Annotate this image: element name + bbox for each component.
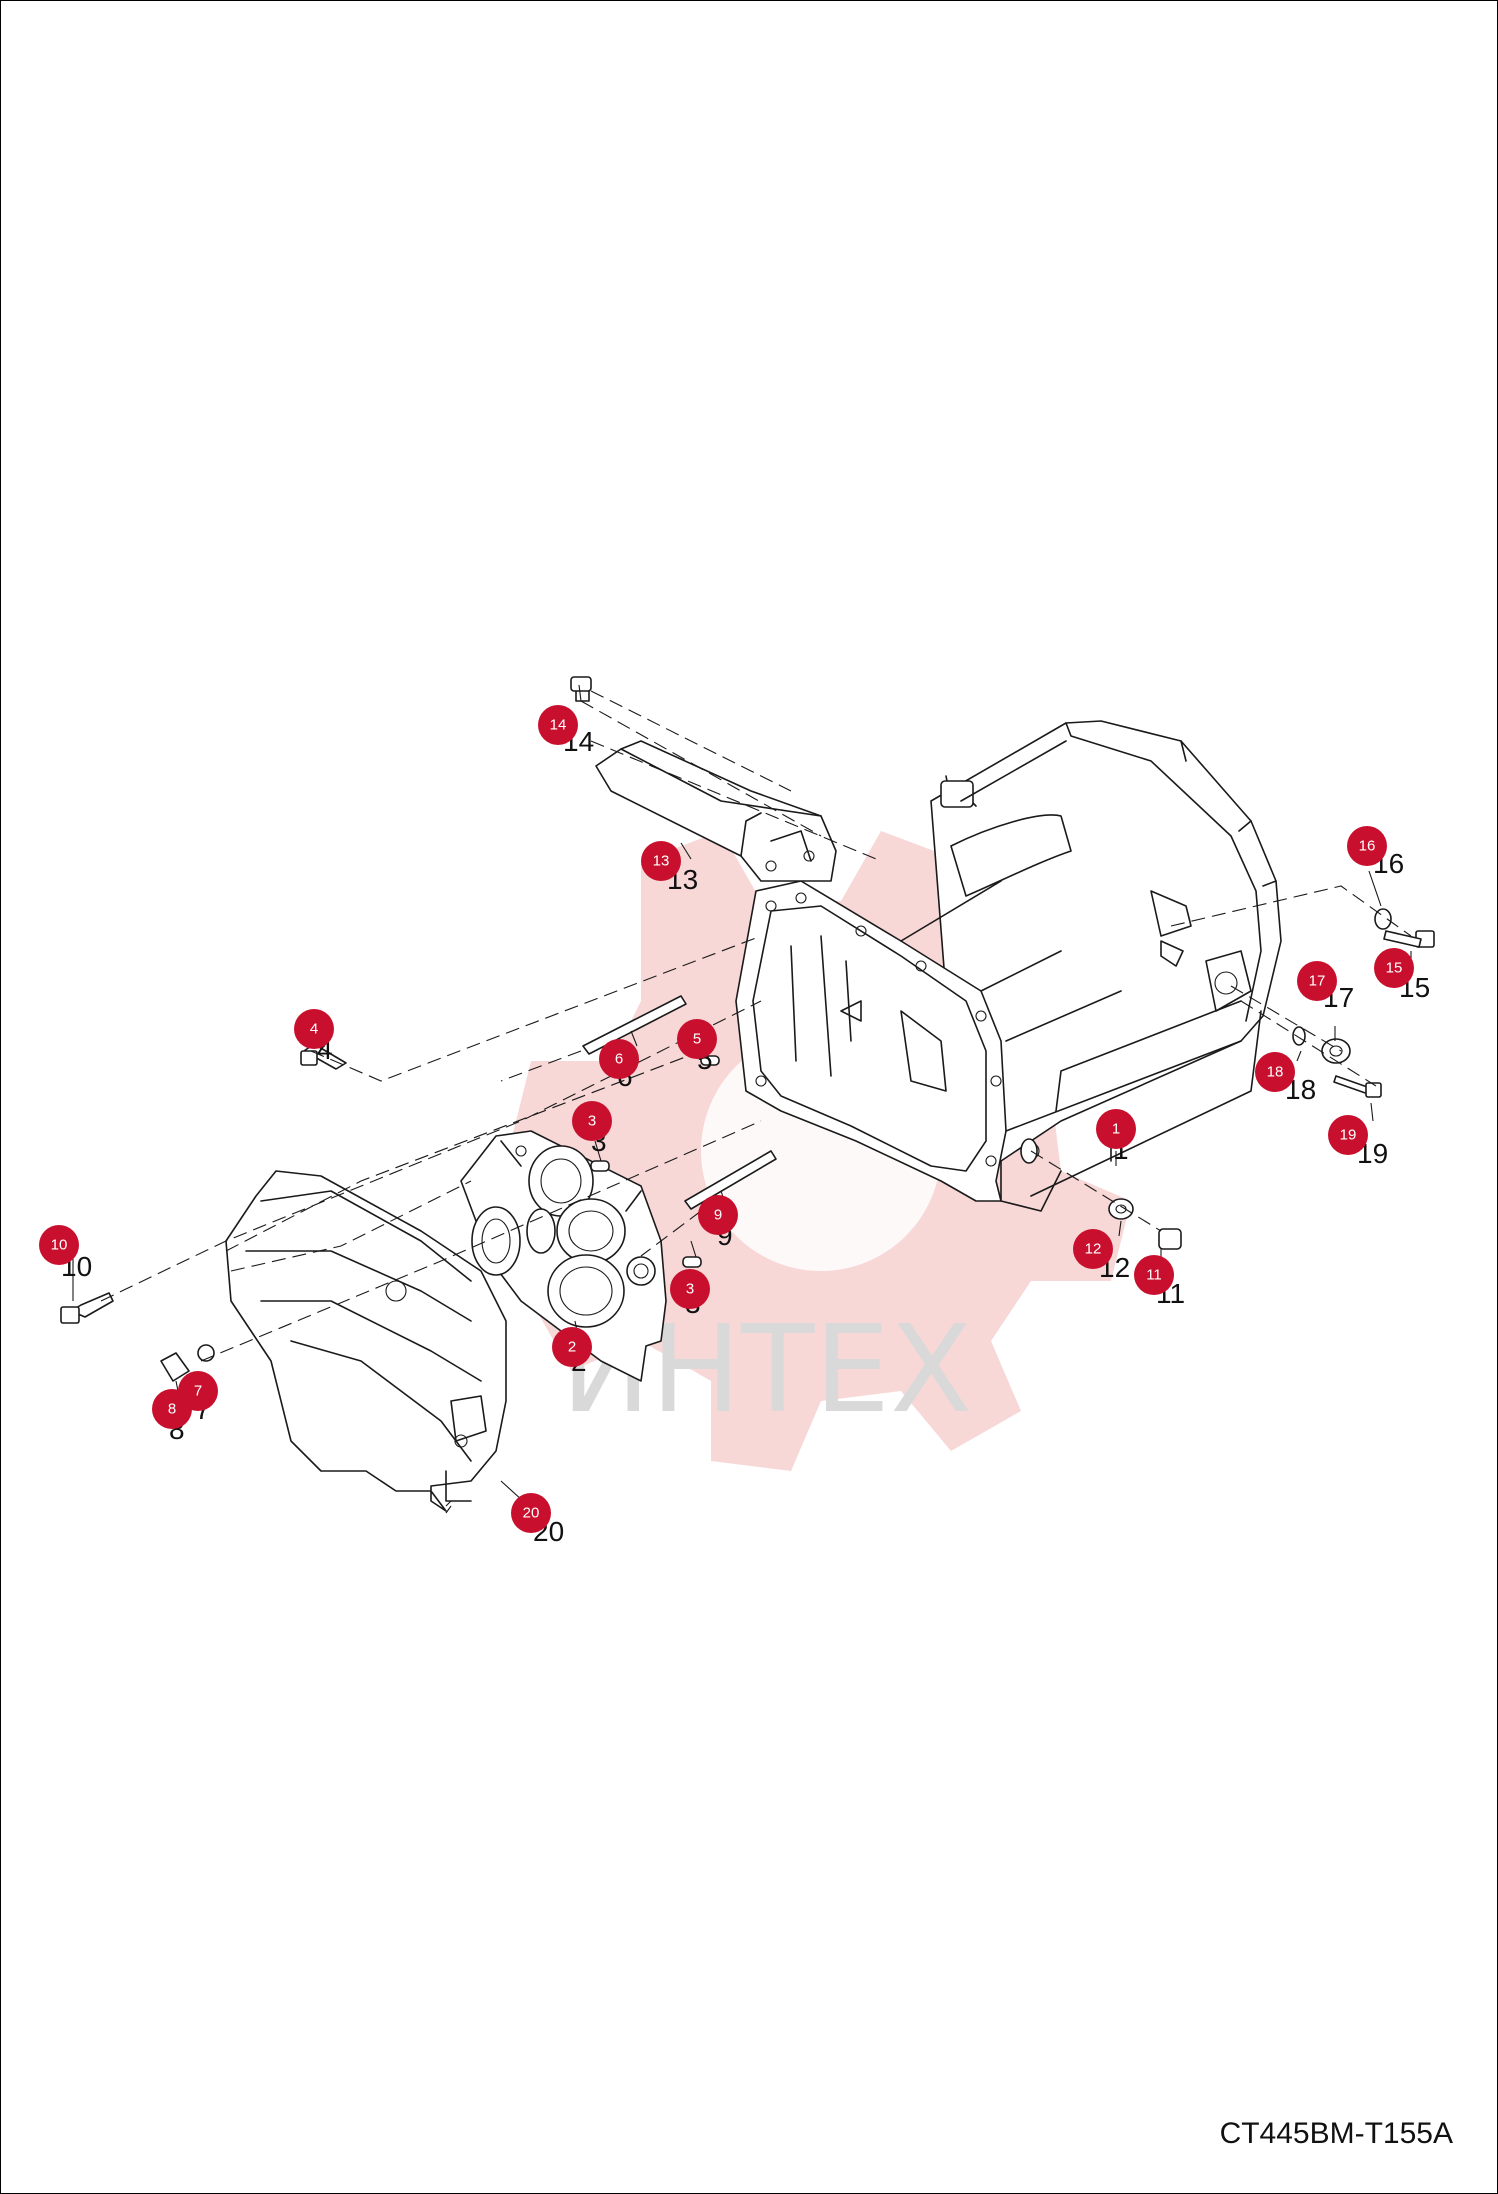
callout-badge-12[interactable]: 12 bbox=[1073, 1229, 1113, 1269]
callout-badge-14[interactable]: 14 bbox=[538, 705, 578, 745]
callout-badge-5[interactable]: 5 bbox=[677, 1019, 717, 1059]
clutch-housing bbox=[225, 1170, 507, 1514]
svg-text:11: 11 bbox=[1146, 1267, 1162, 1284]
callout-badge-15[interactable]: 15 bbox=[1374, 948, 1414, 988]
svg-text:14: 14 bbox=[550, 717, 567, 734]
svg-text:2: 2 bbox=[568, 1339, 576, 1356]
bracket-bolt bbox=[570, 676, 592, 702]
callout-badge-10[interactable]: 10 bbox=[39, 1225, 79, 1265]
drawing-code: CT445BM-T155A bbox=[1219, 2117, 1453, 2150]
svg-text:13: 13 bbox=[653, 853, 670, 870]
svg-text:9: 9 bbox=[714, 1207, 722, 1224]
callout-badge-17[interactable]: 17 bbox=[1297, 961, 1337, 1001]
callout-badge-16[interactable]: 16 bbox=[1347, 826, 1387, 866]
callout-badge-6[interactable]: 6 bbox=[599, 1039, 639, 1079]
svg-text:1: 1 bbox=[1112, 1121, 1120, 1138]
callout-badge-4[interactable]: 4 bbox=[294, 1009, 334, 1049]
callout-badges: 14 13 4 6 5 3 3 10 2 9 1 11 12 16 15 17 … bbox=[39, 705, 1414, 1533]
svg-text:12: 12 bbox=[1085, 1241, 1102, 1258]
assembly-lines bbox=[100, 690, 1412, 1362]
callout-badge-19[interactable]: 19 bbox=[1328, 1115, 1368, 1155]
transmission-housing bbox=[930, 720, 1282, 1212]
bracket bbox=[595, 740, 837, 882]
callout-badge-3a[interactable]: 3 bbox=[572, 1101, 612, 1141]
svg-text:15: 15 bbox=[1386, 960, 1403, 977]
callout-badge-20[interactable]: 20 bbox=[511, 1493, 551, 1533]
svg-text:16: 16 bbox=[1359, 838, 1376, 855]
callout-badge-13[interactable]: 13 bbox=[641, 841, 681, 881]
svg-text:4: 4 bbox=[310, 1021, 318, 1038]
callout-badge-3b[interactable]: 3 bbox=[670, 1269, 710, 1309]
housing-front-flange bbox=[735, 880, 1007, 1202]
callout-badge-8[interactable]: 8 bbox=[152, 1389, 192, 1429]
svg-text:17: 17 bbox=[1309, 973, 1326, 990]
svg-text:19: 19 bbox=[1340, 1127, 1357, 1144]
svg-text:5: 5 bbox=[693, 1031, 701, 1048]
callout-badge-2[interactable]: 2 bbox=[552, 1327, 592, 1367]
svg-text:18: 18 bbox=[1267, 1064, 1284, 1081]
svg-text:3: 3 bbox=[588, 1113, 596, 1130]
fasteners bbox=[60, 908, 1435, 1382]
svg-text:3: 3 bbox=[686, 1281, 694, 1298]
front-cover-plate bbox=[460, 1130, 667, 1382]
svg-text:7: 7 bbox=[194, 1383, 202, 1400]
callout-badge-9[interactable]: 9 bbox=[698, 1195, 738, 1235]
callout-badge-11[interactable]: 11 bbox=[1134, 1255, 1174, 1295]
svg-text:8: 8 bbox=[168, 1401, 176, 1418]
svg-text:20: 20 bbox=[523, 1505, 540, 1522]
svg-text:10: 10 bbox=[51, 1237, 68, 1254]
callout-badge-1[interactable]: 1 bbox=[1096, 1109, 1136, 1149]
housing-body bbox=[900, 740, 1262, 1197]
svg-text:6: 6 bbox=[615, 1051, 623, 1068]
callout-badge-18[interactable]: 18 bbox=[1255, 1052, 1295, 1092]
